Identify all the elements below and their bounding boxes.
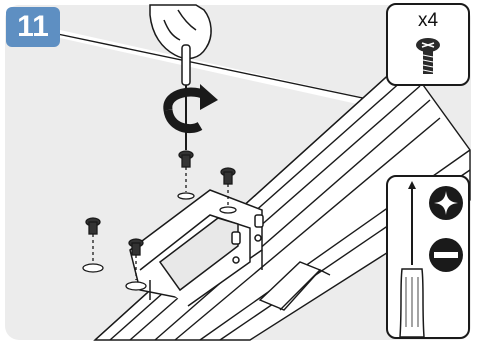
- quantity-label: x4: [388, 10, 468, 32]
- flathead-icon: [428, 237, 464, 273]
- tool-panel: [386, 175, 470, 339]
- screw-quantity-box: x4: [386, 3, 470, 86]
- screw-icon: [388, 35, 468, 85]
- step-number-badge: 11: [6, 7, 60, 47]
- phillips-head-icon: [428, 185, 464, 221]
